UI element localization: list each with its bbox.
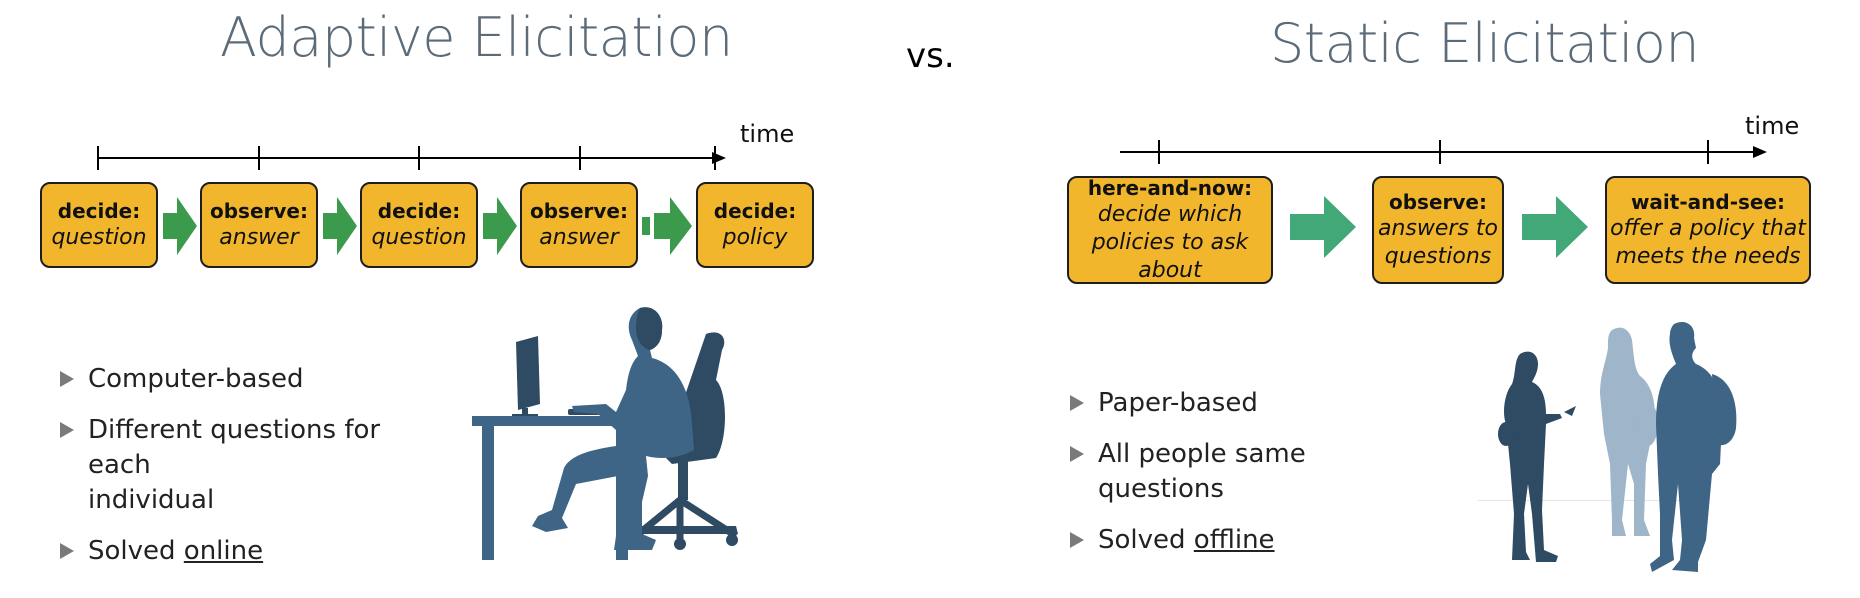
- adaptive-bullet-list: Computer-based Different questions for e…: [60, 362, 440, 585]
- bullet-triangle-icon: [60, 422, 74, 438]
- step-heading: decide:: [57, 199, 141, 223]
- step-sub: answer: [219, 225, 299, 250]
- adaptive-step-1: decide: question: [40, 182, 158, 268]
- online-emphasis: online: [183, 536, 264, 566]
- flow-arrow-icon: [1522, 196, 1588, 258]
- person-at-computer-icon: [472, 307, 738, 560]
- bullet-text: Different questions for each: [88, 415, 381, 480]
- step-sub: answer: [539, 225, 619, 250]
- list-item: Solved offline: [1070, 523, 1430, 558]
- bullet-text: Computer-based: [88, 364, 304, 394]
- static-bullet-list: Paper-based All people same questions So…: [1070, 386, 1430, 574]
- flow-arrow-icon: [323, 197, 357, 255]
- flow-arrow-icon: [1290, 196, 1356, 258]
- step-sub: decide which: [1097, 202, 1243, 227]
- adaptive-title: Adaptive Elicitation: [220, 6, 733, 69]
- step-heading: decide:: [713, 199, 797, 223]
- step-sub: questions: [1384, 244, 1492, 269]
- adaptive-step-5: decide: policy: [696, 182, 814, 268]
- step-sub: meets the needs: [1615, 244, 1801, 269]
- step-sub: policies to ask about: [1091, 230, 1249, 283]
- bullet-text: individual: [88, 485, 215, 515]
- vs-label: vs.: [906, 36, 955, 76]
- step-heading: observe:: [530, 199, 628, 223]
- step-sub: question: [371, 225, 467, 250]
- bullet-triangle-icon: [1070, 532, 1084, 548]
- bullet-triangle-icon: [1070, 395, 1084, 411]
- step-heading: observe:: [1389, 190, 1487, 214]
- list-item: Solved online: [60, 534, 440, 569]
- flow-arrow-icon: [642, 197, 692, 255]
- step-heading: here-and-now:: [1087, 176, 1253, 200]
- flow-arrow-icon: [163, 197, 197, 255]
- step-sub: answers to: [1377, 216, 1498, 241]
- static-step-wait-and-see: wait-and-see: offer a policy that meets …: [1605, 176, 1811, 284]
- adaptive-step-4: observe: answer: [520, 182, 638, 268]
- static-step-observe: observe: answers to questions: [1372, 176, 1504, 284]
- static-title: Static Elicitation: [1270, 12, 1700, 75]
- list-item: Computer-based: [60, 362, 440, 397]
- bullet-text: All people same questions: [1098, 439, 1306, 504]
- step-heading: observe:: [210, 199, 308, 223]
- step-sub: policy: [722, 225, 788, 250]
- step-heading: wait-and-see:: [1630, 190, 1786, 214]
- list-item: All people same questions: [1070, 437, 1430, 507]
- time-label: time: [740, 120, 795, 148]
- group-of-people-icon: [1478, 321, 1737, 572]
- bullet-text: Paper-based: [1098, 388, 1258, 418]
- step-sub: question: [51, 225, 147, 250]
- bullet-triangle-icon: [1070, 446, 1084, 462]
- static-step-here-and-now: here-and-now: decide which policies to a…: [1067, 176, 1273, 284]
- step-sub: offer a policy that: [1610, 216, 1806, 241]
- bullet-text: Solved: [1098, 525, 1194, 555]
- bullet-text: Solved: [88, 536, 184, 566]
- adaptive-step-2: observe: answer: [200, 182, 318, 268]
- adaptive-step-3: decide: question: [360, 182, 478, 268]
- flow-arrow-icon: [483, 197, 517, 255]
- time-label: time: [1745, 112, 1800, 140]
- list-item: Different questions for each individual: [60, 413, 440, 518]
- step-heading: decide:: [377, 199, 461, 223]
- offline-emphasis: offline: [1193, 525, 1275, 555]
- bullet-triangle-icon: [60, 371, 74, 387]
- list-item: Paper-based: [1070, 386, 1430, 421]
- bullet-triangle-icon: [60, 543, 74, 559]
